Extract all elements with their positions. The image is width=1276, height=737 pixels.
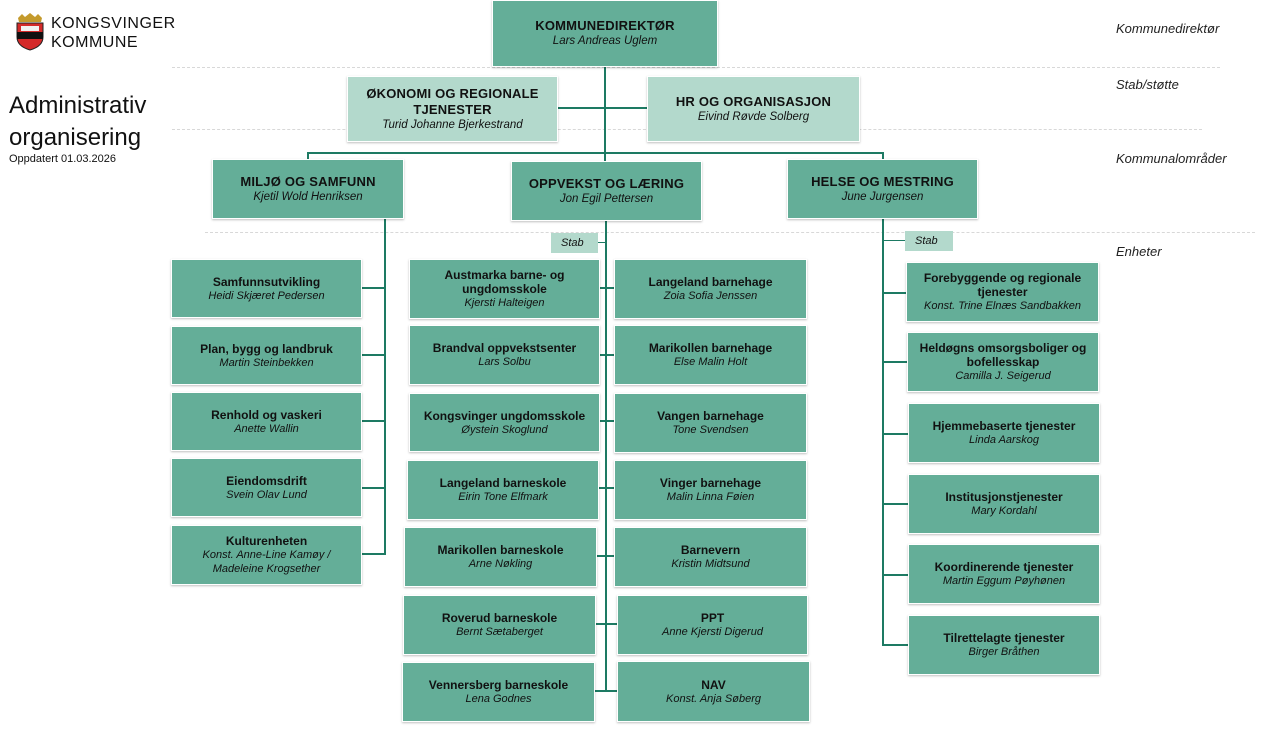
level-label-staff: Stab/støtte xyxy=(1116,77,1179,92)
connector xyxy=(882,240,906,241)
connector xyxy=(882,503,908,505)
staff-title: HR OG ORGANISASJON xyxy=(675,93,832,109)
unit-box-oppvekst[interactable]: NAV Konst. Anja Søberg xyxy=(617,661,810,722)
staff-box-okonomi[interactable]: ØKONOMI OG REGIONALE TJENESTER Turid Joh… xyxy=(347,76,558,142)
connector xyxy=(605,220,607,692)
stab-tag-oppvekst[interactable]: Stab xyxy=(551,233,598,253)
area-title: HELSE OG MESTRING xyxy=(811,173,954,189)
unit-box-oppvekst[interactable]: Barnevern Kristin Midtsund xyxy=(614,527,807,587)
logo-line-1: KONGSVINGER xyxy=(51,15,176,32)
unit-box-oppvekst[interactable]: Brandval oppvekstsenter Lars Solbu xyxy=(409,325,600,385)
unit-box-helse[interactable]: Tilrettelagte tjenester Birger Bråthen xyxy=(908,615,1100,675)
area-title: MILJØ OG SAMFUNN xyxy=(240,173,376,189)
connector xyxy=(361,420,385,422)
unit-box-oppvekst[interactable]: Vangen barnehage Tone Svendsen xyxy=(614,393,807,453)
area-name: June Jurgensen xyxy=(841,190,924,203)
unit-box-oppvekst[interactable]: Marikollen barneskole Arne Nøkling xyxy=(404,527,597,587)
unit-box-oppvekst[interactable]: Roverud barneskole Bernt Sætaberget xyxy=(403,595,596,655)
connector xyxy=(882,433,908,435)
connector xyxy=(384,218,386,555)
connector xyxy=(557,107,648,109)
separator-3 xyxy=(205,232,1255,233)
staff-box-hr[interactable]: HR OG ORGANISASJON Eivind Røvde Solberg xyxy=(647,76,860,142)
area-box-miljo[interactable]: MILJØ OG SAMFUNN Kjetil Wold Henriksen xyxy=(212,159,404,219)
unit-box-helse[interactable]: Forebyggende og regionale tjenester Kons… xyxy=(906,262,1099,322)
unit-box-helse[interactable]: Koordinerende tjenester Martin Eggum Pøy… xyxy=(908,544,1100,604)
connector xyxy=(307,152,309,160)
connector xyxy=(599,420,615,422)
connector xyxy=(361,354,385,356)
unit-box-miljo[interactable]: Samfunnsutvikling Heidi Skjæret Pedersen xyxy=(171,259,362,318)
director-box[interactable]: KOMMUNEDIREKTØR Lars Andreas Uglem xyxy=(492,0,718,67)
unit-box-oppvekst[interactable]: Marikollen barnehage Else Malin Holt xyxy=(614,325,807,385)
connector xyxy=(361,487,385,489)
area-name: Kjetil Wold Henriksen xyxy=(253,190,363,203)
updated-date: Oppdatert 01.03.2026 xyxy=(9,153,117,165)
unit-box-miljo[interactable]: Kulturenheten Konst. Anne-Line Kamøy / M… xyxy=(171,525,362,585)
unit-box-miljo[interactable]: Eiendomsdrift Svein Olav Lund xyxy=(171,458,362,517)
unit-box-oppvekst[interactable]: Langeland barneskole Eirin Tone Elfmark xyxy=(407,460,599,520)
unit-box-helse[interactable]: Heldøgns omsorgsboliger og bofellesskap … xyxy=(907,332,1099,392)
stab-tag-helse[interactable]: Stab xyxy=(905,231,953,251)
area-box-oppvekst[interactable]: OPPVEKST OG LÆRING Jon Egil Pettersen xyxy=(511,161,702,221)
logo xyxy=(15,13,45,51)
director-name: Lars Andreas Uglem xyxy=(552,35,658,47)
level-label-director: Kommunedirektør xyxy=(1116,21,1220,36)
page-title: Administrativ organisering xyxy=(9,92,147,151)
unit-box-oppvekst[interactable]: Vinger barnehage Malin Linna Føien xyxy=(614,460,807,520)
logo-line-2: KOMMUNE xyxy=(51,34,139,51)
separator-1 xyxy=(172,67,1220,68)
logo-text: KONGSVINGER KOMMUNE xyxy=(51,14,176,52)
connector xyxy=(882,644,908,646)
connector xyxy=(596,555,615,557)
unit-box-oppvekst[interactable]: Kongsvinger ungdomsskole Øystein Skoglun… xyxy=(409,393,600,452)
level-label-areas: Kommunalområder xyxy=(1116,151,1227,166)
connector xyxy=(361,287,385,289)
staff-name: Turid Johanne Bjerkestrand xyxy=(382,118,523,131)
staff-title: ØKONOMI OG REGIONALE TJENESTER xyxy=(366,85,539,117)
connector xyxy=(361,553,385,555)
connector xyxy=(882,574,908,576)
unit-box-oppvekst[interactable]: Langeland barnehage Zoia Sofia Jenssen xyxy=(614,259,807,319)
connector xyxy=(604,66,606,162)
connector xyxy=(596,242,606,243)
connector xyxy=(599,287,615,289)
connector xyxy=(594,690,618,692)
connector xyxy=(882,152,884,160)
connector xyxy=(599,354,615,356)
coat-of-arms-icon xyxy=(16,13,44,51)
director-title: KOMMUNEDIREKTØR xyxy=(535,18,675,33)
unit-box-helse[interactable]: Hjemmebaserte tjenester Linda Aarskog xyxy=(908,403,1100,463)
unit-box-miljo[interactable]: Renhold og vaskeri Anette Wallin xyxy=(171,392,362,451)
connector xyxy=(882,218,884,645)
area-title: OPPVEKST OG LÆRING xyxy=(528,175,685,191)
connector xyxy=(599,487,615,489)
area-box-helse[interactable]: HELSE OG MESTRING June Jurgensen xyxy=(787,159,978,219)
unit-box-helse[interactable]: Institusjonstjenester Mary Kordahl xyxy=(908,474,1100,534)
connector xyxy=(882,361,908,363)
area-name: Jon Egil Pettersen xyxy=(559,192,654,205)
connector xyxy=(882,292,908,294)
staff-name: Eivind Røvde Solberg xyxy=(697,110,810,123)
unit-box-oppvekst[interactable]: Vennersberg barneskole Lena Godnes xyxy=(402,662,595,722)
connector xyxy=(596,623,618,625)
connector xyxy=(307,152,884,154)
unit-box-oppvekst[interactable]: Austmarka barne- og ungdomsskole Kjersti… xyxy=(409,259,600,319)
unit-box-miljo[interactable]: Plan, bygg og landbruk Martin Steinbekke… xyxy=(171,326,362,385)
unit-box-oppvekst[interactable]: PPT Anne Kjersti Digerud xyxy=(617,595,808,655)
level-label-units: Enheter xyxy=(1116,244,1162,259)
